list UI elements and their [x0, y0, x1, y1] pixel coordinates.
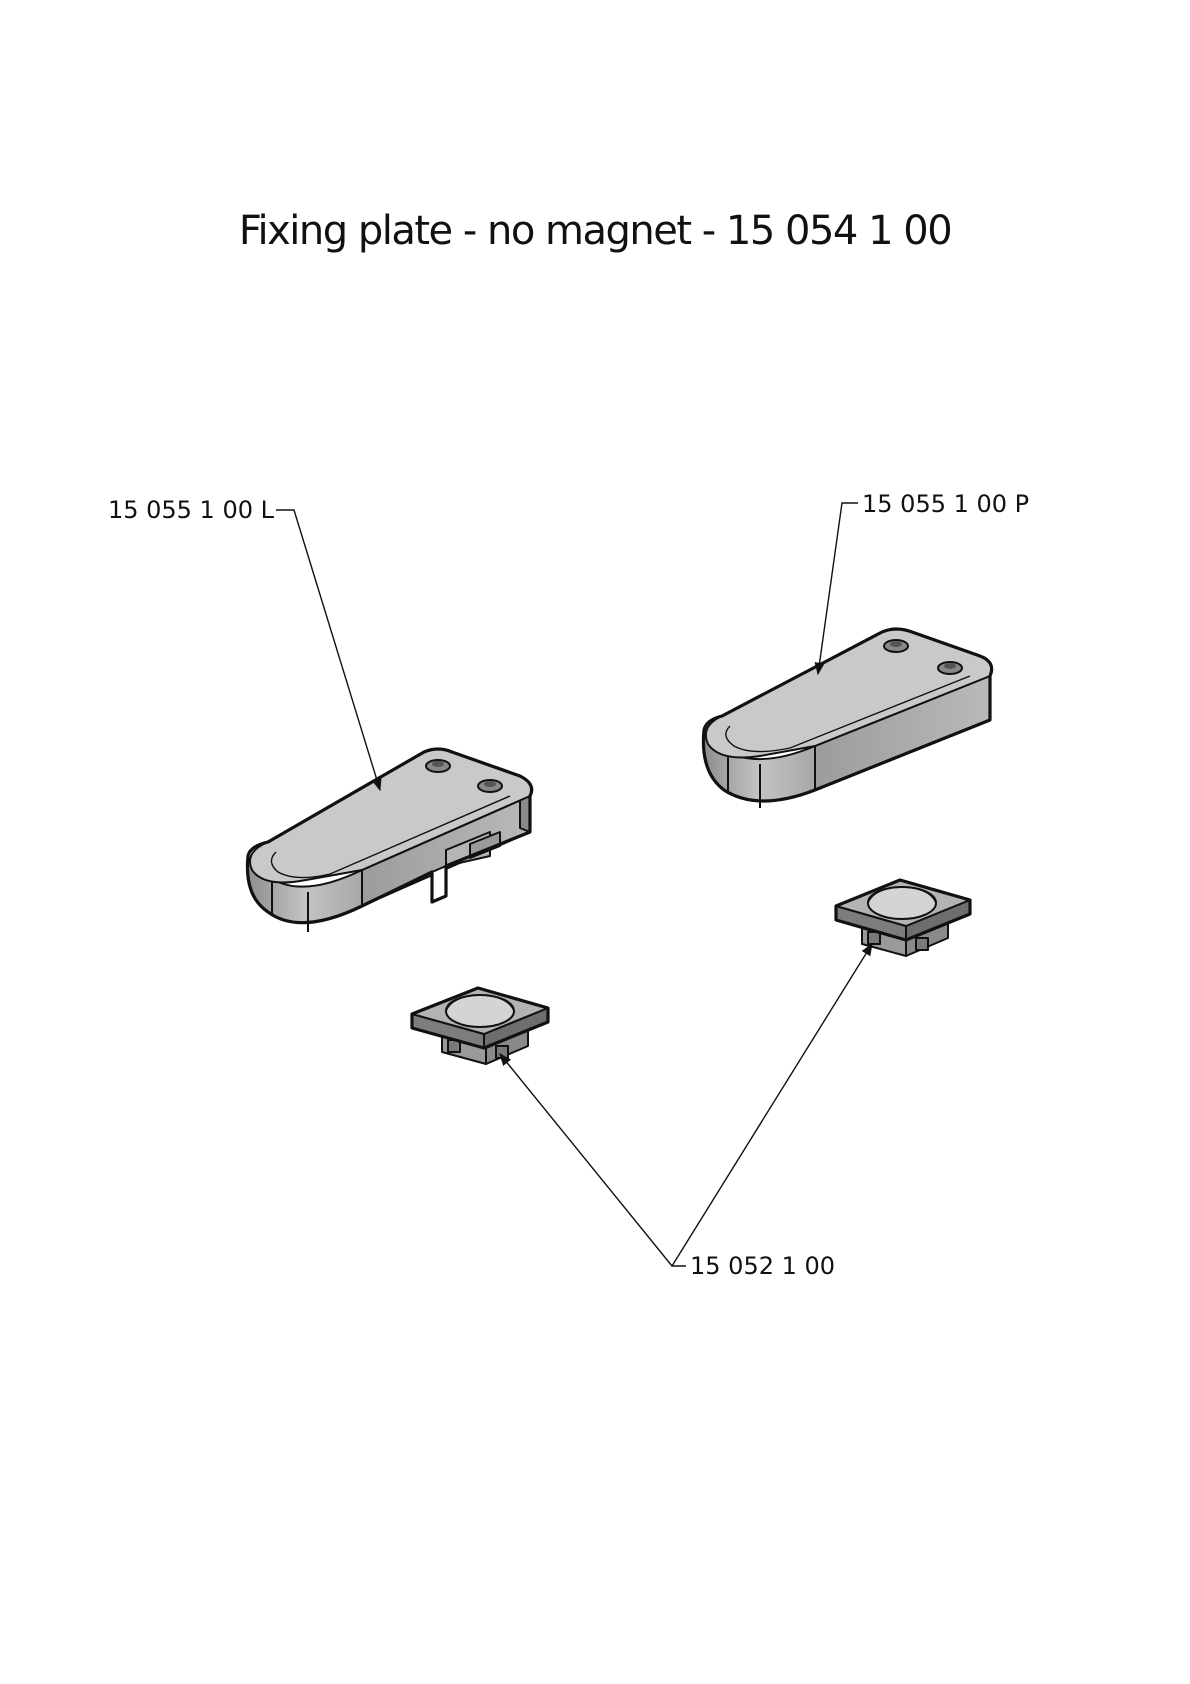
leader-right-plate — [814, 502, 858, 676]
drawing-title: Fixing plate - no magnet - 15 054 1 00 — [238, 208, 953, 254]
fixing-plate-left — [245, 747, 534, 932]
insert-left — [410, 986, 550, 1065]
callout-right-plate: 15 055 1 00 P — [862, 490, 1029, 518]
leader-left-plate — [276, 509, 382, 792]
callout-insert: 15 052 1 00 — [690, 1252, 835, 1280]
insert-right — [834, 878, 972, 957]
leader-insert-left — [499, 1053, 686, 1267]
callout-left-plate: 15 055 1 00 L — [108, 496, 275, 524]
leader-insert-right — [671, 942, 873, 1267]
fixing-plate-right — [701, 627, 994, 808]
leader-lines — [276, 502, 873, 1267]
